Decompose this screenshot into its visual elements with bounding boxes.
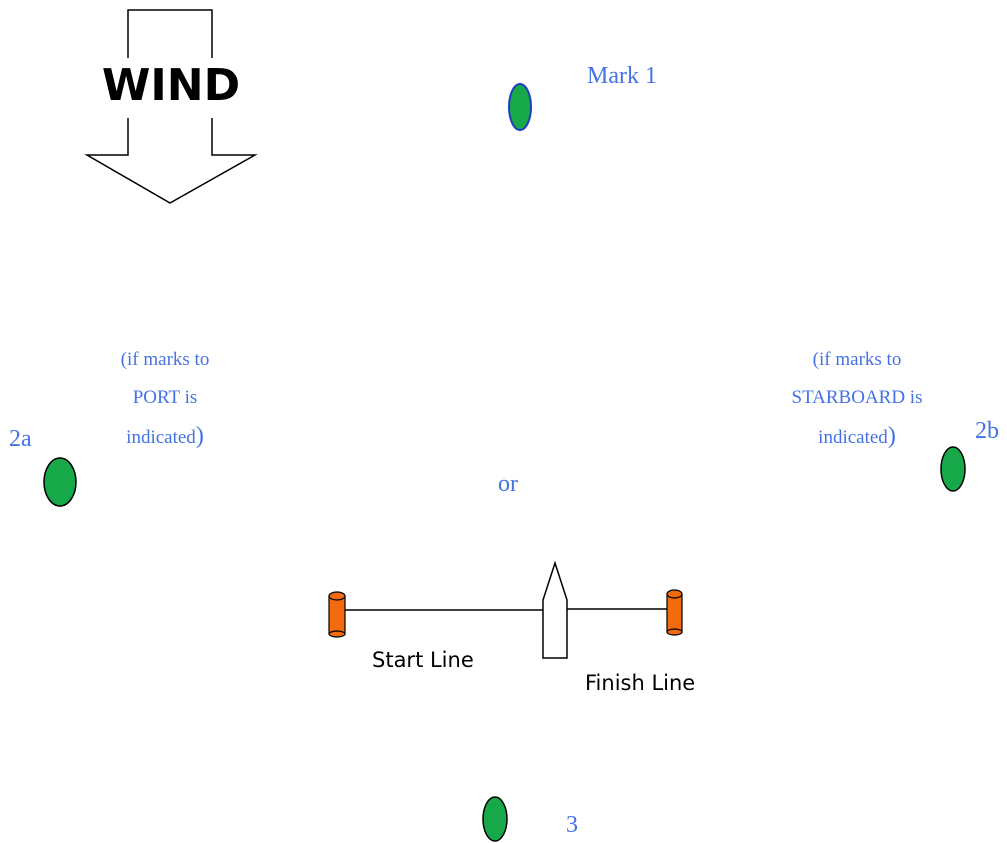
mark-2b-label: 2b: [975, 418, 999, 444]
port-note: (if marks to PORT is indicated): [85, 341, 245, 457]
start-line-label: Start Line: [372, 648, 474, 672]
mark-2b-buoy-icon: [940, 446, 966, 492]
finish-pin-buoy-icon: [666, 589, 683, 636]
starboard-note-line-2: STARBOARD is: [791, 387, 923, 408]
starboard-note-line-3: indicated): [818, 423, 896, 449]
starboard-note: (if marks to STARBOARD is indicated): [762, 341, 952, 457]
port-note-line-2: PORT is: [132, 387, 198, 408]
mark-1-buoy-icon: [508, 83, 532, 131]
mark-2a-label: 2a: [9, 426, 32, 452]
mark-3-buoy-icon: [482, 796, 508, 842]
wind-label: WIND: [101, 60, 241, 111]
start-pin-buoy-icon: [328, 591, 346, 638]
wind-label-backdrop: [95, 58, 245, 118]
committee-boat-icon: [542, 560, 568, 659]
mark-3-label: 3: [566, 812, 578, 838]
mark-2a-buoy-icon: [43, 457, 77, 507]
port-note-line-3: indicated): [126, 423, 204, 449]
port-note-line-1: (if marks to: [120, 349, 210, 370]
finish-line-label: Finish Line: [585, 671, 696, 695]
starboard-note-line-1: (if marks to: [812, 349, 902, 370]
or-label: or: [498, 471, 518, 497]
mark-1-label: Mark 1: [587, 63, 657, 89]
